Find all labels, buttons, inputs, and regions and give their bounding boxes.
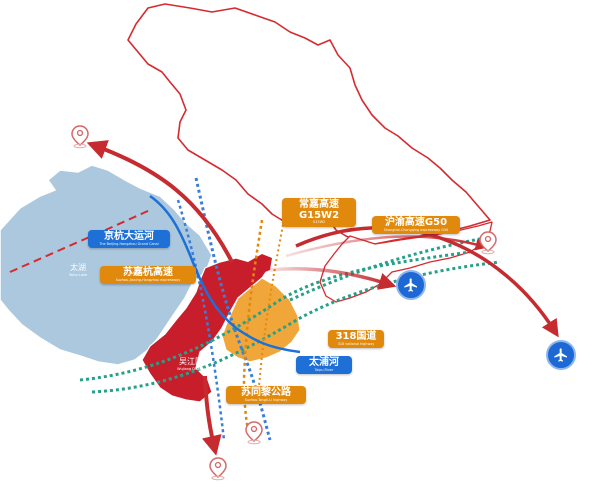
- route-arrow-northeast: [285, 235, 489, 258]
- label-sujiahang-zh: 苏嘉杭高速: [123, 267, 173, 278]
- label-grand-canal: 京杭大运河 The Beijing-Hangzhou Grand Canal: [88, 230, 170, 249]
- route-arrow-east-airport: [269, 267, 397, 290]
- label-taipu-en: Taipu River: [314, 367, 334, 372]
- label-wujiang: 吴江区 Wujiang District: [162, 356, 220, 371]
- location-pin-icon: [245, 421, 263, 445]
- label-grand-canal-en: The Beijing-Hangzhou Grand Canal: [99, 241, 159, 246]
- label-sutongli-zh: 苏同黎公路: [241, 387, 291, 398]
- label-changjia-zh: 常嘉高速G15W2: [298, 199, 340, 221]
- label-wujiang-zh: 吴江区: [179, 357, 203, 366]
- railway-teal-1: [79, 250, 471, 382]
- label-grand-canal-zh: 京杭大运河: [104, 231, 154, 242]
- grand-canal-line: [149, 194, 301, 354]
- region-outline: [127, 3, 491, 245]
- route-arrow-northwest: [86, 140, 234, 263]
- label-taipu-zh: 太浦河: [309, 357, 339, 368]
- label-sutongli: 苏同黎公路 Suzhou-Tongli-Li highway: [226, 386, 306, 405]
- label-huyu-en: Shanghai-Chongqing expressway G50: [383, 227, 449, 232]
- railway-teal-3: [289, 234, 496, 302]
- highway-orange-dotted-2: [257, 209, 287, 401]
- label-huyu: 沪渝高速G50 Shanghai-Chongqing expressway G5…: [372, 216, 460, 235]
- red-dashed-line: [9, 209, 151, 273]
- label-taihu-zh: 太湖: [70, 263, 86, 272]
- red-district-north: [248, 254, 272, 274]
- label-changjia-en: G15W2: [312, 220, 326, 224]
- railway-teal-2: [91, 260, 501, 394]
- label-sutongli-en: Suzhou-Tongli-Li highway: [244, 397, 288, 402]
- label-g318-zh: 318国道: [335, 331, 377, 342]
- label-changjia: 常嘉高速G15W2 G15W2: [282, 198, 356, 227]
- railway-blue-1: [194, 177, 272, 441]
- label-g318-en: 318 national highway: [337, 341, 375, 346]
- location-pin-icon: [209, 457, 227, 481]
- route-arrow-south: [202, 375, 222, 456]
- taihu-lake: [0, 164, 213, 366]
- label-sujiahang-en: Suzhou-Jiaxing-Hangzhou expressway: [115, 277, 181, 282]
- label-wujiang-en: Wujiang District: [177, 367, 205, 371]
- airplane-icon: [396, 270, 426, 300]
- label-g318: 318国道 318 national highway: [328, 330, 384, 349]
- label-huyu-zh: 沪渝高速G50: [384, 217, 448, 228]
- airplane-icon: [546, 340, 576, 370]
- location-pin-icon: [479, 231, 497, 255]
- highway-orange-dotted-1: [242, 219, 264, 431]
- label-taihu: 太湖 Taihu Lake: [58, 262, 98, 277]
- label-taipu-river: 太浦河 Taipu River: [296, 356, 352, 375]
- label-taihu-en: Taihu Lake: [68, 273, 88, 277]
- label-sujiahang: 苏嘉杭高速 Suzhou-Jiaxing-Hangzhou expressway: [100, 266, 196, 285]
- location-pin-icon: [71, 125, 89, 149]
